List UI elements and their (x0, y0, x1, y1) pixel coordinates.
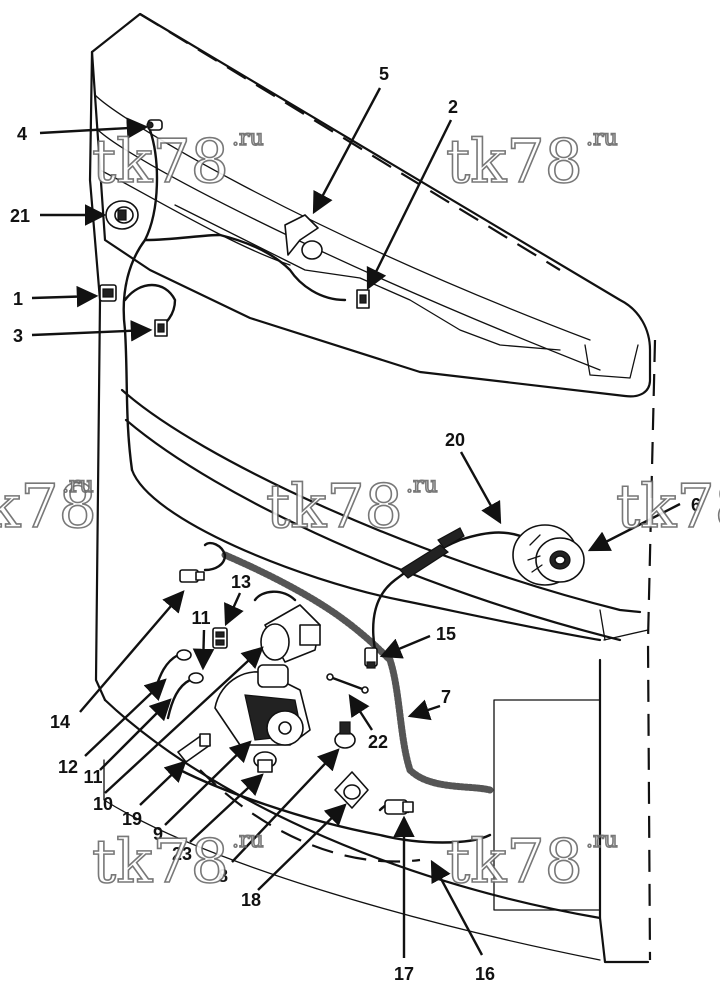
main-wire (122, 128, 159, 472)
callout-19: 19 (122, 809, 142, 829)
watermarks: tk78 .ru tk78 .ru tk78 .ru tk78 .ru tk78… (0, 125, 720, 898)
callout-17: 17 (394, 964, 414, 984)
part-20-connector (399, 527, 465, 579)
callout-2: 2 (448, 97, 458, 117)
part-13-connector (212, 627, 228, 649)
watermark-7: tk78 (446, 827, 583, 897)
part-21-gauge (105, 200, 139, 230)
leader-1 (31, 285, 99, 308)
callout-18: 18 (241, 890, 261, 910)
part-14-sensor (179, 569, 205, 583)
watermark-3: tk78 (0, 472, 97, 542)
part-5-switch (284, 214, 323, 260)
leader-7 (407, 699, 441, 721)
watermark-2: tk78 (446, 127, 583, 197)
callout-labels: 4 21 1 3 5 2 20 6 13 11 14 12 11 10 19 9… (10, 64, 701, 984)
watermark-2-suffix: .ru (586, 126, 618, 151)
leader-19 (139, 760, 187, 806)
middle-panel (120, 388, 642, 614)
leader-23 (189, 773, 264, 843)
callout-13: 13 (231, 572, 251, 592)
watermark-7-suffix: .ru (586, 828, 618, 853)
part-19-plug (177, 733, 211, 763)
leader-8 (231, 748, 340, 863)
part-17-bolt (384, 799, 414, 815)
part-9-starter (214, 664, 311, 746)
leader-16 (430, 859, 484, 956)
leader-9 (164, 740, 252, 826)
watermark-5: tk78 (616, 472, 720, 542)
callout-15: 15 (436, 624, 456, 644)
callout-23: 23 (172, 844, 192, 864)
right-box (493, 699, 601, 911)
callout-3: 3 (13, 326, 23, 346)
leader-4 (39, 117, 149, 139)
cab-outline (88, 12, 657, 964)
leader-lines (31, 87, 681, 958)
callout-12: 12 (58, 757, 78, 777)
callout-22: 22 (368, 732, 388, 752)
part-22-fuse (326, 673, 369, 694)
part-18-flange (334, 771, 369, 809)
callout-1: 1 (13, 289, 23, 309)
callout-21: 21 (10, 206, 30, 226)
leader-18 (257, 803, 347, 891)
part-11-cable (166, 672, 204, 720)
part-10-solenoid (260, 604, 321, 663)
leader-10 (104, 646, 264, 794)
callout-11a: 11 (191, 608, 210, 628)
part-6-alternator (512, 524, 585, 586)
harness-7 (221, 551, 494, 794)
leader-22 (348, 693, 374, 731)
part-3-connector (154, 319, 168, 337)
callout-10: 10 (93, 794, 113, 814)
watermark-1: tk78 (92, 127, 229, 197)
watermark-4: tk78 (266, 472, 403, 542)
lower-panel (103, 698, 650, 964)
leader-15 (379, 634, 431, 659)
leader-12 (84, 678, 167, 757)
leader-13 (224, 592, 244, 627)
callout-6: 6 (691, 495, 701, 515)
watermark-3-suffix: .ru (62, 473, 94, 498)
callout-14: 14 (50, 712, 70, 732)
callout-11b: 11 (83, 767, 102, 787)
watermark-6: tk78 (92, 827, 229, 897)
leader-2 (366, 119, 453, 291)
watermark-1-suffix: .ru (232, 126, 264, 151)
leader-3 (31, 320, 153, 342)
callout-8: 8 (218, 866, 228, 886)
part-23-cap (253, 751, 277, 773)
leader-11a (192, 629, 215, 671)
watermark-6-suffix: .ru (232, 828, 264, 853)
part-15-sensor (364, 647, 378, 669)
part-2-connector (356, 289, 370, 309)
callout-16: 16 (475, 964, 495, 984)
leader-6 (587, 502, 681, 552)
upper-shroud (90, 12, 652, 398)
watermark-4-suffix: .ru (406, 473, 438, 498)
callout-4: 4 (17, 124, 27, 144)
callout-5: 5 (379, 64, 389, 84)
parts (99, 119, 585, 815)
leader-11b (99, 698, 172, 771)
leader-5 (312, 87, 382, 215)
part-1-switch (99, 284, 117, 302)
part-8-sender (334, 721, 356, 749)
leader-14 (79, 590, 185, 713)
callout-7: 7 (441, 687, 451, 707)
callout-20: 20 (445, 430, 465, 450)
leader-20 (459, 451, 502, 525)
callout-9: 9 (153, 824, 163, 844)
